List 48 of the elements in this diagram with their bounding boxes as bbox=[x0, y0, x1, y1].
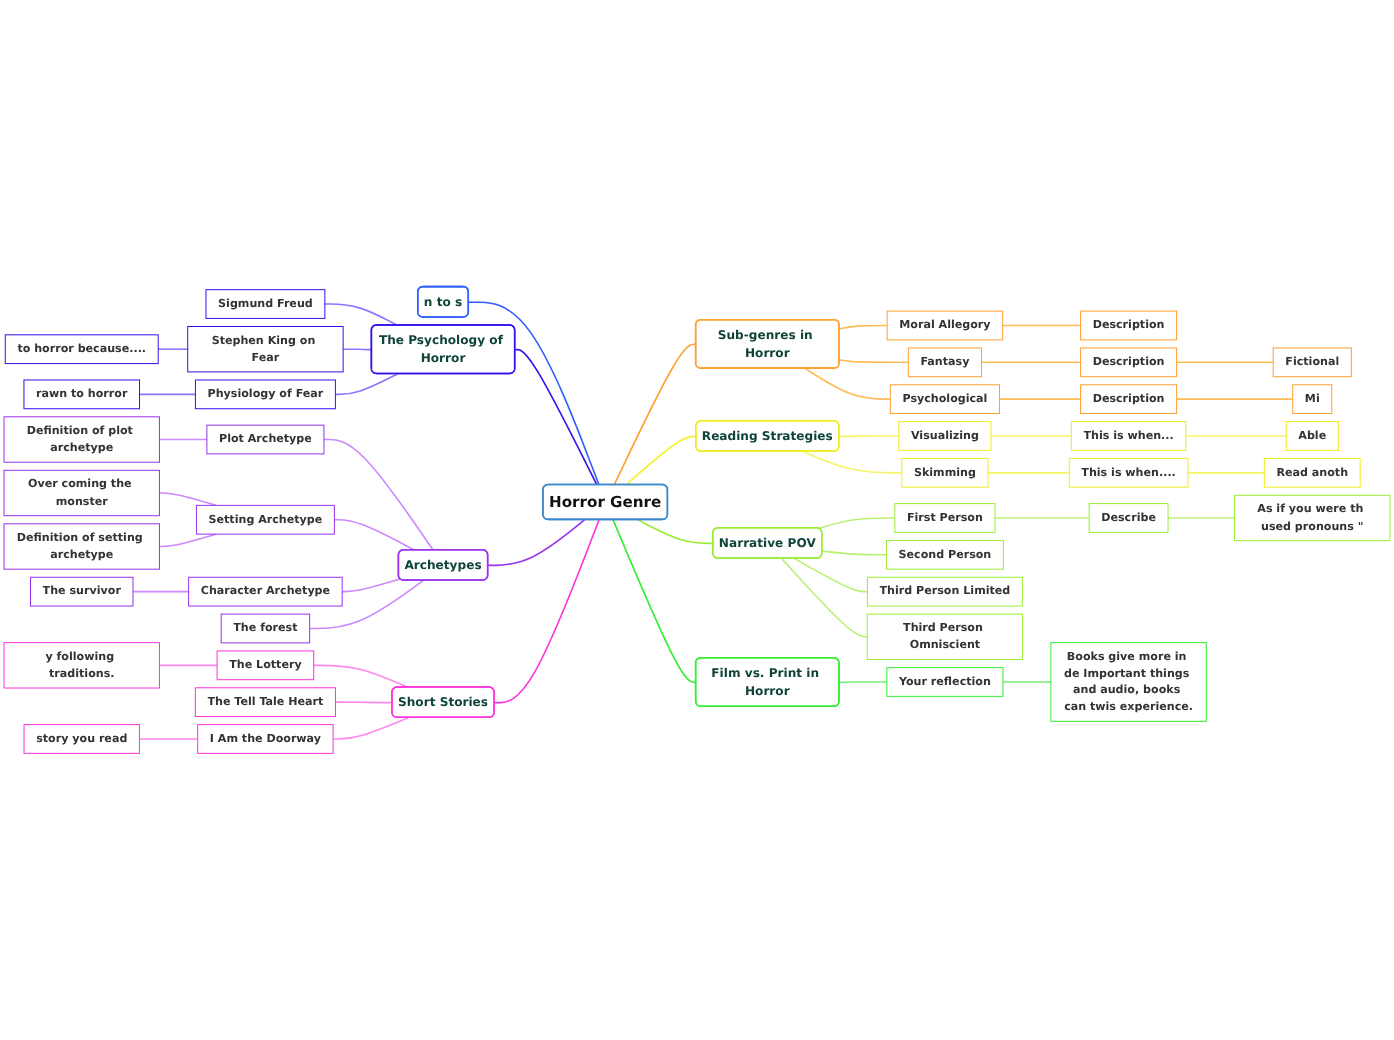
connector bbox=[1175, 361, 1274, 364]
connector bbox=[838, 359, 910, 364]
connector bbox=[838, 681, 888, 684]
connector bbox=[838, 324, 888, 330]
connector bbox=[987, 472, 1071, 474]
connector bbox=[1187, 472, 1266, 474]
connector bbox=[324, 303, 399, 327]
connector bbox=[132, 590, 190, 593]
connector bbox=[308, 579, 424, 630]
connector bbox=[625, 435, 698, 486]
connector bbox=[612, 519, 697, 684]
connector bbox=[342, 348, 373, 351]
connector bbox=[994, 517, 1090, 519]
connector bbox=[312, 664, 410, 689]
connector bbox=[1185, 435, 1287, 437]
connector bbox=[493, 519, 600, 704]
connector bbox=[332, 717, 410, 740]
connector bbox=[138, 393, 197, 396]
connector bbox=[334, 701, 394, 704]
connector bbox=[341, 578, 402, 593]
connector bbox=[802, 450, 903, 474]
connector bbox=[487, 519, 586, 567]
connector bbox=[793, 557, 869, 593]
connector bbox=[990, 435, 1073, 437]
connector bbox=[637, 519, 715, 545]
connector bbox=[1167, 517, 1236, 519]
connector bbox=[467, 301, 600, 486]
connector bbox=[998, 398, 1082, 400]
connector bbox=[334, 373, 399, 396]
connector bbox=[1002, 681, 1052, 683]
connector bbox=[157, 348, 189, 350]
connector bbox=[323, 438, 434, 552]
connector bbox=[821, 550, 888, 556]
connector bbox=[158, 492, 217, 507]
connector bbox=[613, 343, 697, 486]
connector bbox=[1001, 324, 1082, 327]
connector bbox=[158, 533, 217, 548]
connector bbox=[514, 348, 598, 486]
connector bbox=[818, 517, 896, 530]
connector bbox=[780, 557, 868, 638]
connector bbox=[804, 367, 892, 400]
connector bbox=[158, 664, 218, 667]
connector bbox=[138, 738, 199, 740]
connector bbox=[333, 518, 416, 552]
connector bbox=[1175, 398, 1294, 400]
connector bbox=[838, 435, 900, 438]
connector bbox=[158, 438, 208, 441]
connector bbox=[980, 361, 1082, 364]
